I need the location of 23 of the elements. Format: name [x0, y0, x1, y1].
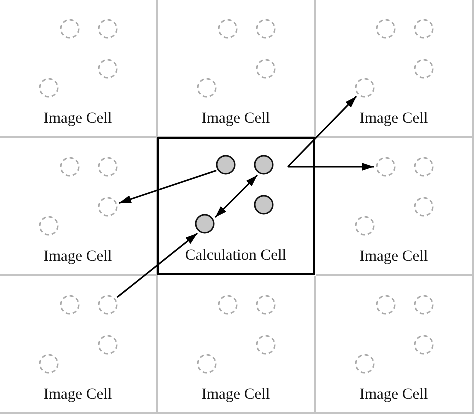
cell-label: Image Cell — [202, 110, 270, 128]
arrow — [119, 170, 217, 204]
arrow — [287, 96, 358, 168]
grid-cell — [0, 0, 158, 138]
grid-cell — [0, 138, 158, 276]
cell-label: Calculation Cell — [185, 247, 287, 265]
calculation-cell-box — [157, 137, 315, 275]
cell-label: Image Cell — [360, 248, 428, 266]
grid-cell — [316, 0, 474, 138]
double-arrow — [214, 174, 258, 218]
arrow — [116, 232, 198, 298]
cell-label: Image Cell — [44, 248, 112, 266]
cell-label: Image Cell — [360, 110, 428, 128]
cell-label: Image Cell — [360, 386, 428, 404]
arrow — [288, 163, 374, 171]
grid-cell — [316, 138, 474, 276]
cell-label: Image Cell — [202, 386, 270, 404]
grid-cell — [158, 0, 316, 138]
cell-label: Image Cell — [44, 110, 112, 128]
grid-cell — [158, 276, 316, 414]
cell-label: Image Cell — [44, 386, 112, 404]
grid-cell — [316, 276, 474, 414]
grid-cell — [0, 276, 158, 414]
